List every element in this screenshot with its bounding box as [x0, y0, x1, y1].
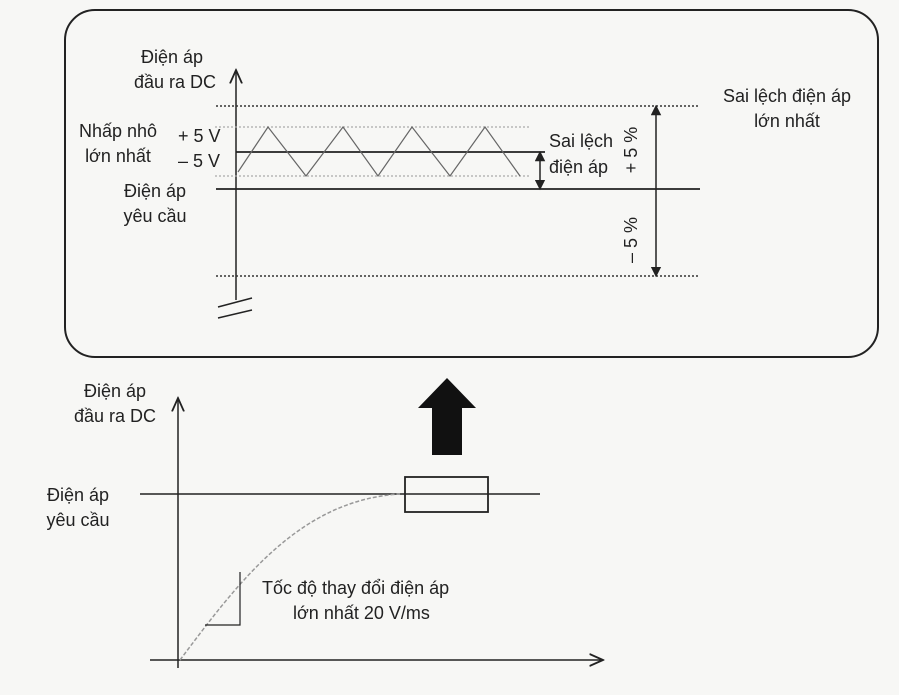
plus-5v-label: + 5 V [178, 126, 221, 146]
minus-5pct-label: – 5 % [621, 217, 641, 263]
zoom-panel [64, 9, 879, 358]
axis-break-mark [217, 297, 253, 308]
minus-5v-label: – 5 V [178, 151, 220, 171]
ripple-waveform [237, 125, 521, 178]
zoom-region-box [404, 476, 489, 513]
rise-curve [179, 493, 401, 661]
slope-indicator [205, 572, 241, 626]
zoom-up-arrow-icon [418, 378, 476, 455]
axis-break-mark [217, 309, 253, 319]
plus-5pct-label: + 5 % [621, 127, 641, 174]
